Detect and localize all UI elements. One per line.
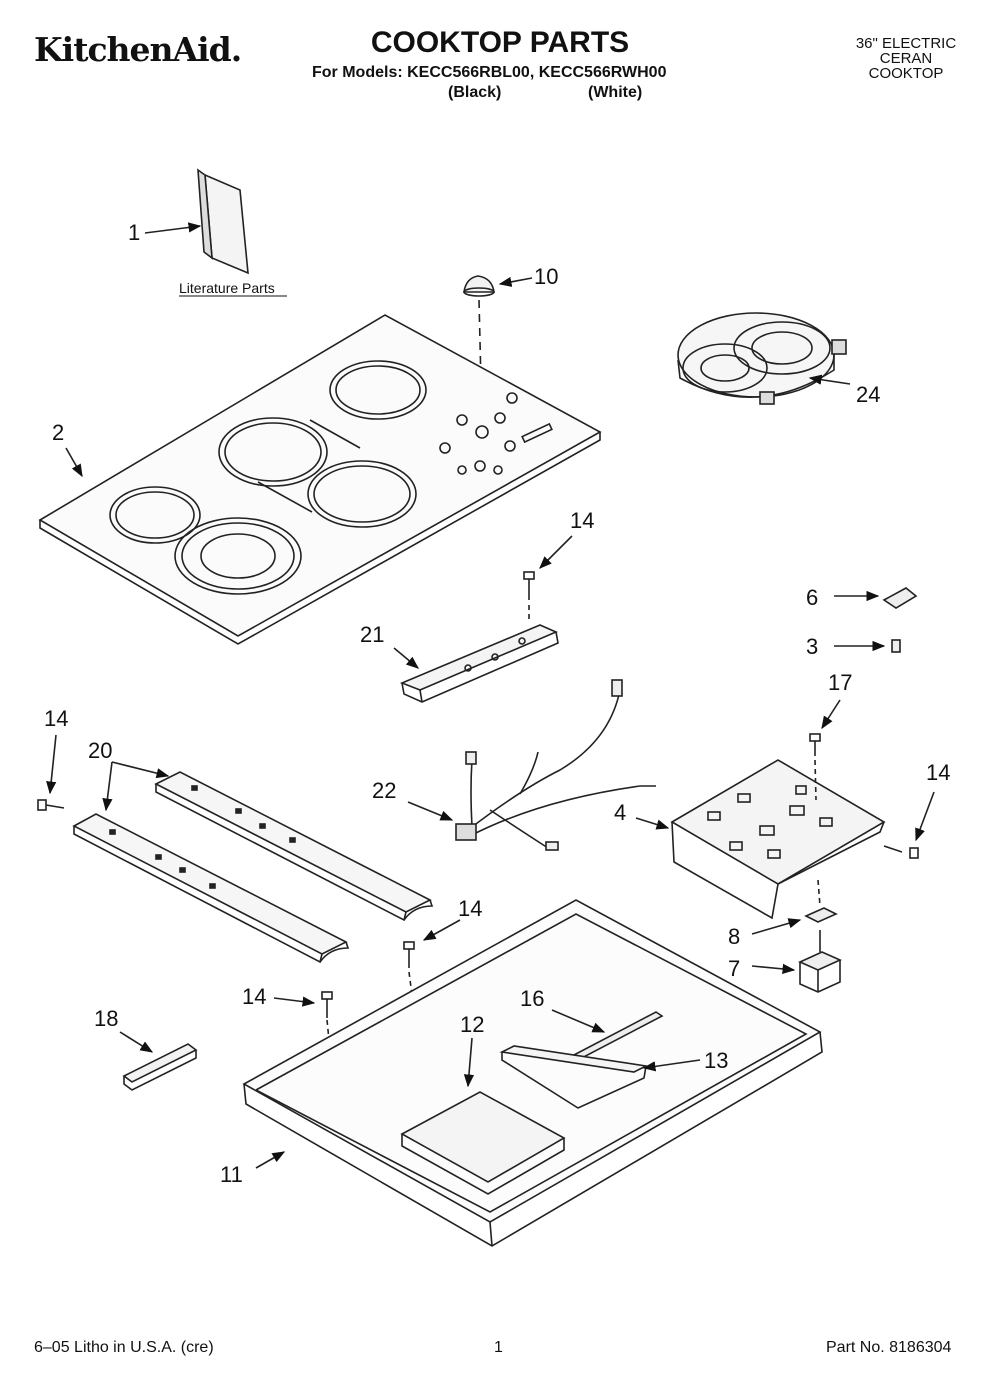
screw-14-right xyxy=(883,845,919,859)
screw-14-center xyxy=(403,941,415,968)
product-line-1: 36" ELECTRIC xyxy=(855,35,957,52)
callout-3: 3 xyxy=(806,634,818,659)
models-line: For Models: KECC566RBL00, KECC566RWH00 xyxy=(312,64,667,81)
callout-11: 11 xyxy=(220,1162,243,1187)
product-line-3: COOKTOP xyxy=(868,65,944,82)
pad-8 xyxy=(804,907,838,923)
footer-page-number: 1 xyxy=(494,1339,503,1356)
screw-14-top xyxy=(523,571,535,600)
callout-4: 4 xyxy=(614,800,626,825)
callout-13: 13 xyxy=(704,1048,728,1073)
screw-3 xyxy=(891,639,901,653)
cooktop-base-pan xyxy=(242,899,823,1247)
callout-14-top: 14 xyxy=(570,508,594,533)
page-title: COOKTOP PARTS xyxy=(370,26,630,59)
insulation-pan-12 xyxy=(400,1091,566,1195)
ceran-glass-top xyxy=(38,314,602,645)
terminal-block-7 xyxy=(798,930,842,993)
callout-14-left: 14 xyxy=(44,706,68,731)
control-box xyxy=(670,759,886,920)
callout-10: 10 xyxy=(534,264,558,289)
callout-12: 12 xyxy=(460,1012,484,1037)
callout-22: 22 xyxy=(372,778,396,803)
callout-7: 7 xyxy=(728,956,740,981)
brand-logo: KitchenAid. xyxy=(34,30,242,69)
callout-16: 16 xyxy=(520,986,544,1011)
callout-1-arrow xyxy=(144,222,202,234)
literature-parts xyxy=(197,168,249,275)
bracket-18 xyxy=(122,1043,198,1091)
callout-8: 8 xyxy=(728,924,740,949)
product-description: 36" ELECTRIC CERAN COOKTOP xyxy=(836,36,976,81)
callout-24: 24 xyxy=(856,382,880,407)
screw-14-lower xyxy=(321,991,333,1018)
callout-17: 17 xyxy=(828,670,852,695)
callout-2: 2 xyxy=(52,420,64,445)
footer-litho: 6–05 Litho in U.S.A. (cre) xyxy=(34,1339,214,1356)
callout-21: 21 xyxy=(360,622,384,647)
callout-14-lower: 14 xyxy=(242,984,266,1009)
dual-heating-element xyxy=(677,312,847,405)
callout-20: 20 xyxy=(88,738,112,763)
support-rails xyxy=(72,771,434,964)
callout-6: 6 xyxy=(806,585,818,610)
color-white-label: (White) xyxy=(588,84,643,101)
callout-1: 1 xyxy=(128,220,140,245)
color-black-label: (Black) xyxy=(448,84,502,101)
clip-6 xyxy=(882,587,918,609)
callout-14-right: 14 xyxy=(926,760,950,785)
footer-part-number: Part No. 8186304 xyxy=(826,1339,952,1356)
product-line-2: CERAN xyxy=(879,50,933,67)
bracket-21 xyxy=(399,624,559,703)
knob xyxy=(463,275,495,297)
screw-14-left xyxy=(37,799,65,811)
callout-14-center: 14 xyxy=(458,896,482,921)
screw-17 xyxy=(809,733,821,756)
wire-harness xyxy=(455,679,656,851)
callout-18: 18 xyxy=(94,1006,118,1031)
literature-parts-label: Literature Parts xyxy=(179,280,275,296)
